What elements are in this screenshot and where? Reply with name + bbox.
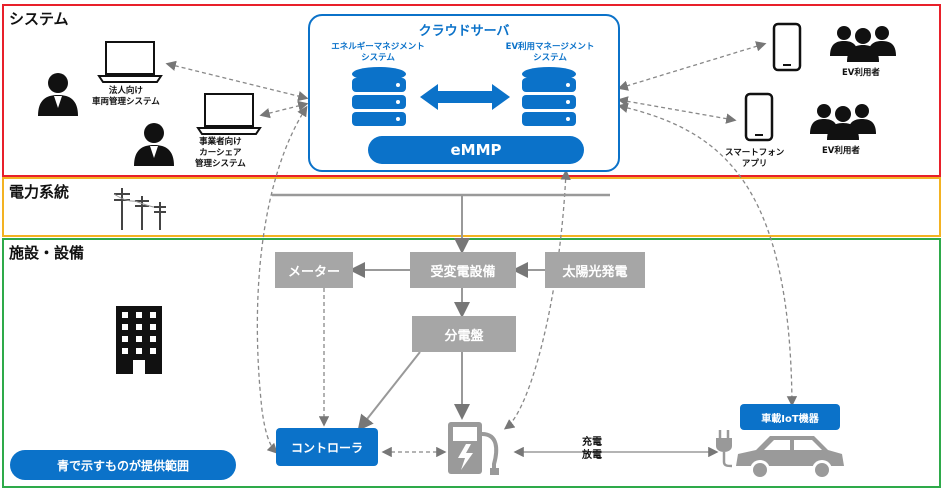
cloud-server-title: クラウドサーバ — [418, 24, 510, 39]
link-cloud-iot — [617, 102, 798, 407]
ems-label: エネルギーマネジメント システム — [331, 42, 425, 63]
emmp-badge: eMMP — [368, 136, 584, 164]
power-pole-icon — [110, 186, 172, 236]
users-icon — [828, 22, 898, 68]
businessman-icon — [34, 70, 82, 122]
system-zone-title: システム — [9, 10, 69, 28]
grid-zone — [2, 177, 941, 237]
ev-charger-icon — [446, 420, 512, 482]
link-corporate-cloud — [165, 60, 309, 102]
plug-icon — [712, 428, 736, 472]
substation-box: 受変電設備 — [410, 252, 516, 288]
database-icon — [350, 66, 408, 134]
iot-device-box: 車載IoT機器 — [740, 404, 840, 430]
users-icon — [808, 100, 878, 146]
businessman-icon — [130, 120, 178, 172]
facility-zone — [2, 238, 941, 488]
ev-ms-label: EV利用マネージメント システム — [505, 42, 595, 63]
controller-box: コントローラ — [276, 428, 378, 466]
bidirectional-arrow-icon — [418, 82, 512, 116]
link-carshare-cloud — [259, 100, 309, 119]
link-app-top-cloud — [617, 41, 767, 91]
car-icon — [730, 428, 850, 490]
link-cloud-charger — [503, 169, 571, 430]
solar-box: 太陽光発電 — [545, 252, 645, 288]
database-icon — [520, 66, 578, 134]
distribution-box: 分電盤 — [412, 316, 516, 352]
laptop-icon — [97, 40, 163, 88]
smartphone-icon — [744, 92, 774, 146]
meter-box: メーター — [275, 252, 353, 288]
ev-user-top-label: EV利用者 — [842, 68, 880, 78]
corporate-system-label: 法人向け 車両管理システム — [92, 86, 160, 107]
smartphone-icon — [772, 22, 802, 76]
laptop-icon — [196, 92, 262, 140]
carshare-system-label: 事業者向け カーシェア 管理システム — [195, 137, 246, 169]
ev-user-bottom-label: EV利用者 — [822, 146, 860, 156]
facility-zone-title: 施設・設備 — [9, 244, 85, 262]
charge-discharge-label: 充電 放電 — [582, 437, 602, 461]
grid-zone-title: 電力系統 — [9, 183, 70, 201]
smartphone-app-label: スマートフォン アプリ — [725, 148, 785, 169]
system-zone — [2, 4, 941, 177]
legend-badge: 青で示すものが提供範囲 — [10, 450, 236, 480]
building-icon — [114, 304, 164, 380]
